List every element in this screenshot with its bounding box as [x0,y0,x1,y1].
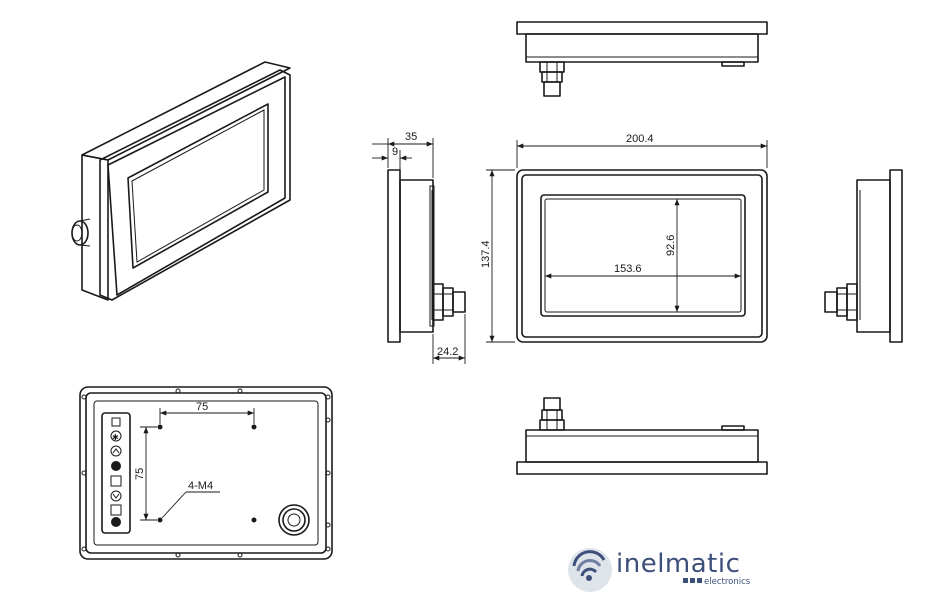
bezel-screw-holes [81,388,331,558]
dim-gland-offset-label: 24.2 [437,346,458,358]
dim-width-overall-label: 200.4 [626,133,654,145]
dim-gland-offset: 24.2 [432,314,466,364]
right-side-cable-gland [824,283,858,321]
logo-wordmark: inelmatic [616,549,740,579]
dim-screen-width-label: 153.6 [614,263,642,275]
rear-button-panel: ✱ [101,412,131,534]
dim-vesa-vertical-label: 75 [134,468,146,480]
rear-view: ✱ 75 75 [79,386,333,560]
front-view: 200.4 137.4 153.6 92.6 [480,133,768,343]
bottom-cable-gland [539,397,565,431]
top-view [516,21,768,97]
dim-depth-bezel: 9 [372,146,412,178]
vesa-holes [157,424,257,523]
rear-button-5 [110,490,122,502]
screw-spec-label: 4-M4 [188,480,213,492]
dim-depth-total-label: 35 [405,131,417,143]
logo-mark-icon [568,548,612,592]
rear-button-1: ✱ [110,430,122,442]
logo-subtitle: electronics [704,577,751,587]
dim-height-overall: 137.4 [480,169,515,343]
rear-cable-gland [278,504,310,536]
top-cable-gland [539,61,565,97]
isometric-view [71,61,291,301]
left-side-cable-gland [432,283,466,321]
rear-button-2 [110,445,122,457]
rear-button-4 [110,475,122,487]
rear-button-3 [111,461,121,471]
dim-vesa-vertical: 75 [134,426,157,521]
bottom-view [516,397,768,475]
iso-cable-gland [71,218,91,247]
dim-depth-bezel-label: 9 [392,146,398,158]
dim-width-overall: 200.4 [516,133,768,168]
right-side-view [824,169,903,343]
logo-dots-icon [683,578,702,583]
dim-depth-total: 35 [372,131,434,178]
dim-screen-height-label: 92.6 [665,235,677,256]
dim-vesa-horizontal: 75 [159,401,255,424]
dim-screen-width: 153.6 [545,263,741,279]
dim-height-overall-label: 137.4 [480,240,492,268]
screw-spec-callout: 4-M4 [161,480,220,519]
rear-button-6 [110,504,122,516]
dim-screen-height: 92.6 [665,199,680,312]
left-side-view: 35 9 24.2 [372,131,466,364]
svg-text:✱: ✱ [112,433,119,442]
rear-button-7 [111,517,121,527]
brand-logo: inelmatic electronics [568,548,751,592]
dim-vesa-horizontal-label: 75 [196,401,208,413]
